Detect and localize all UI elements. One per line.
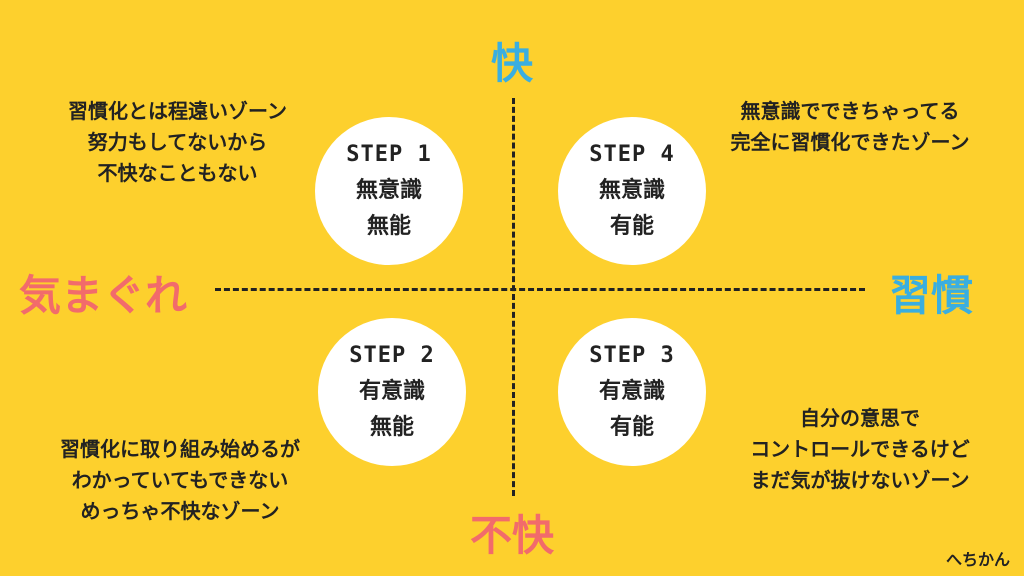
author-signature: へちかん: [945, 550, 1010, 569]
axis-label-whim: 気まぐれ: [18, 271, 187, 320]
consciousness-label: 有意識: [358, 379, 425, 404]
quadrant-note-step1: 習慣化とは程遠いゾーン 努力もしてないから 不快なこともない: [40, 96, 315, 189]
note-line: 自分の意思で: [800, 406, 920, 430]
competence-label: 無能: [369, 415, 414, 440]
axis-label-habit: 習慣: [888, 271, 973, 320]
step3-circle: STEP 3 有意識 有能: [558, 318, 706, 466]
axis-label-discomfort: 不快: [469, 511, 554, 560]
step1-circle: STEP 1 無意識 無能: [315, 117, 463, 265]
step4-circle: STEP 4 無意識 有能: [558, 117, 706, 265]
competence-label: 無能: [366, 214, 411, 239]
vertical-axis-line: [512, 98, 515, 496]
note-line: 習慣化に取り組み始めるが: [60, 437, 300, 461]
consciousness-label: 無意識: [598, 178, 665, 203]
step-label: STEP 4: [589, 142, 675, 167]
quadrant-note-step4: 無意識でできちゃってる 完全に習慣化できたゾーン: [700, 96, 1000, 158]
consciousness-label: 有意識: [598, 379, 665, 404]
note-line: 無意識でできちゃってる: [740, 99, 960, 123]
horizontal-axis-line: [215, 288, 865, 291]
competence-label: 有能: [609, 214, 654, 239]
step-label: STEP 1: [346, 142, 432, 167]
quadrant-note-step3: 自分の意思で コントロールできるけど まだ気が抜けないゾーン: [720, 403, 1000, 496]
note-line: 努力もしてないから: [87, 130, 268, 154]
step-label: STEP 3: [589, 343, 675, 368]
note-line: 習慣化とは程遠いゾーン: [68, 99, 287, 123]
note-line: 完全に習慣化できたゾーン: [730, 130, 970, 154]
note-line: 不快なこともない: [97, 161, 258, 185]
note-line: まだ気が抜けないゾーン: [750, 468, 970, 492]
note-line: わかっていてもできない: [71, 468, 289, 492]
competence-label: 有能: [609, 415, 654, 440]
note-line: めっちゃ不快なゾーン: [80, 499, 280, 523]
consciousness-label: 無意識: [355, 178, 422, 203]
axis-label-comfort: 快: [490, 39, 533, 88]
note-line: コントロールできるけど: [750, 437, 970, 461]
quadrant-note-step2: 習慣化に取り組み始めるが わかっていてもできない めっちゃ不快なゾーン: [30, 434, 330, 527]
step-label: STEP 2: [349, 343, 435, 368]
step2-circle: STEP 2 有意識 無能: [318, 318, 466, 466]
